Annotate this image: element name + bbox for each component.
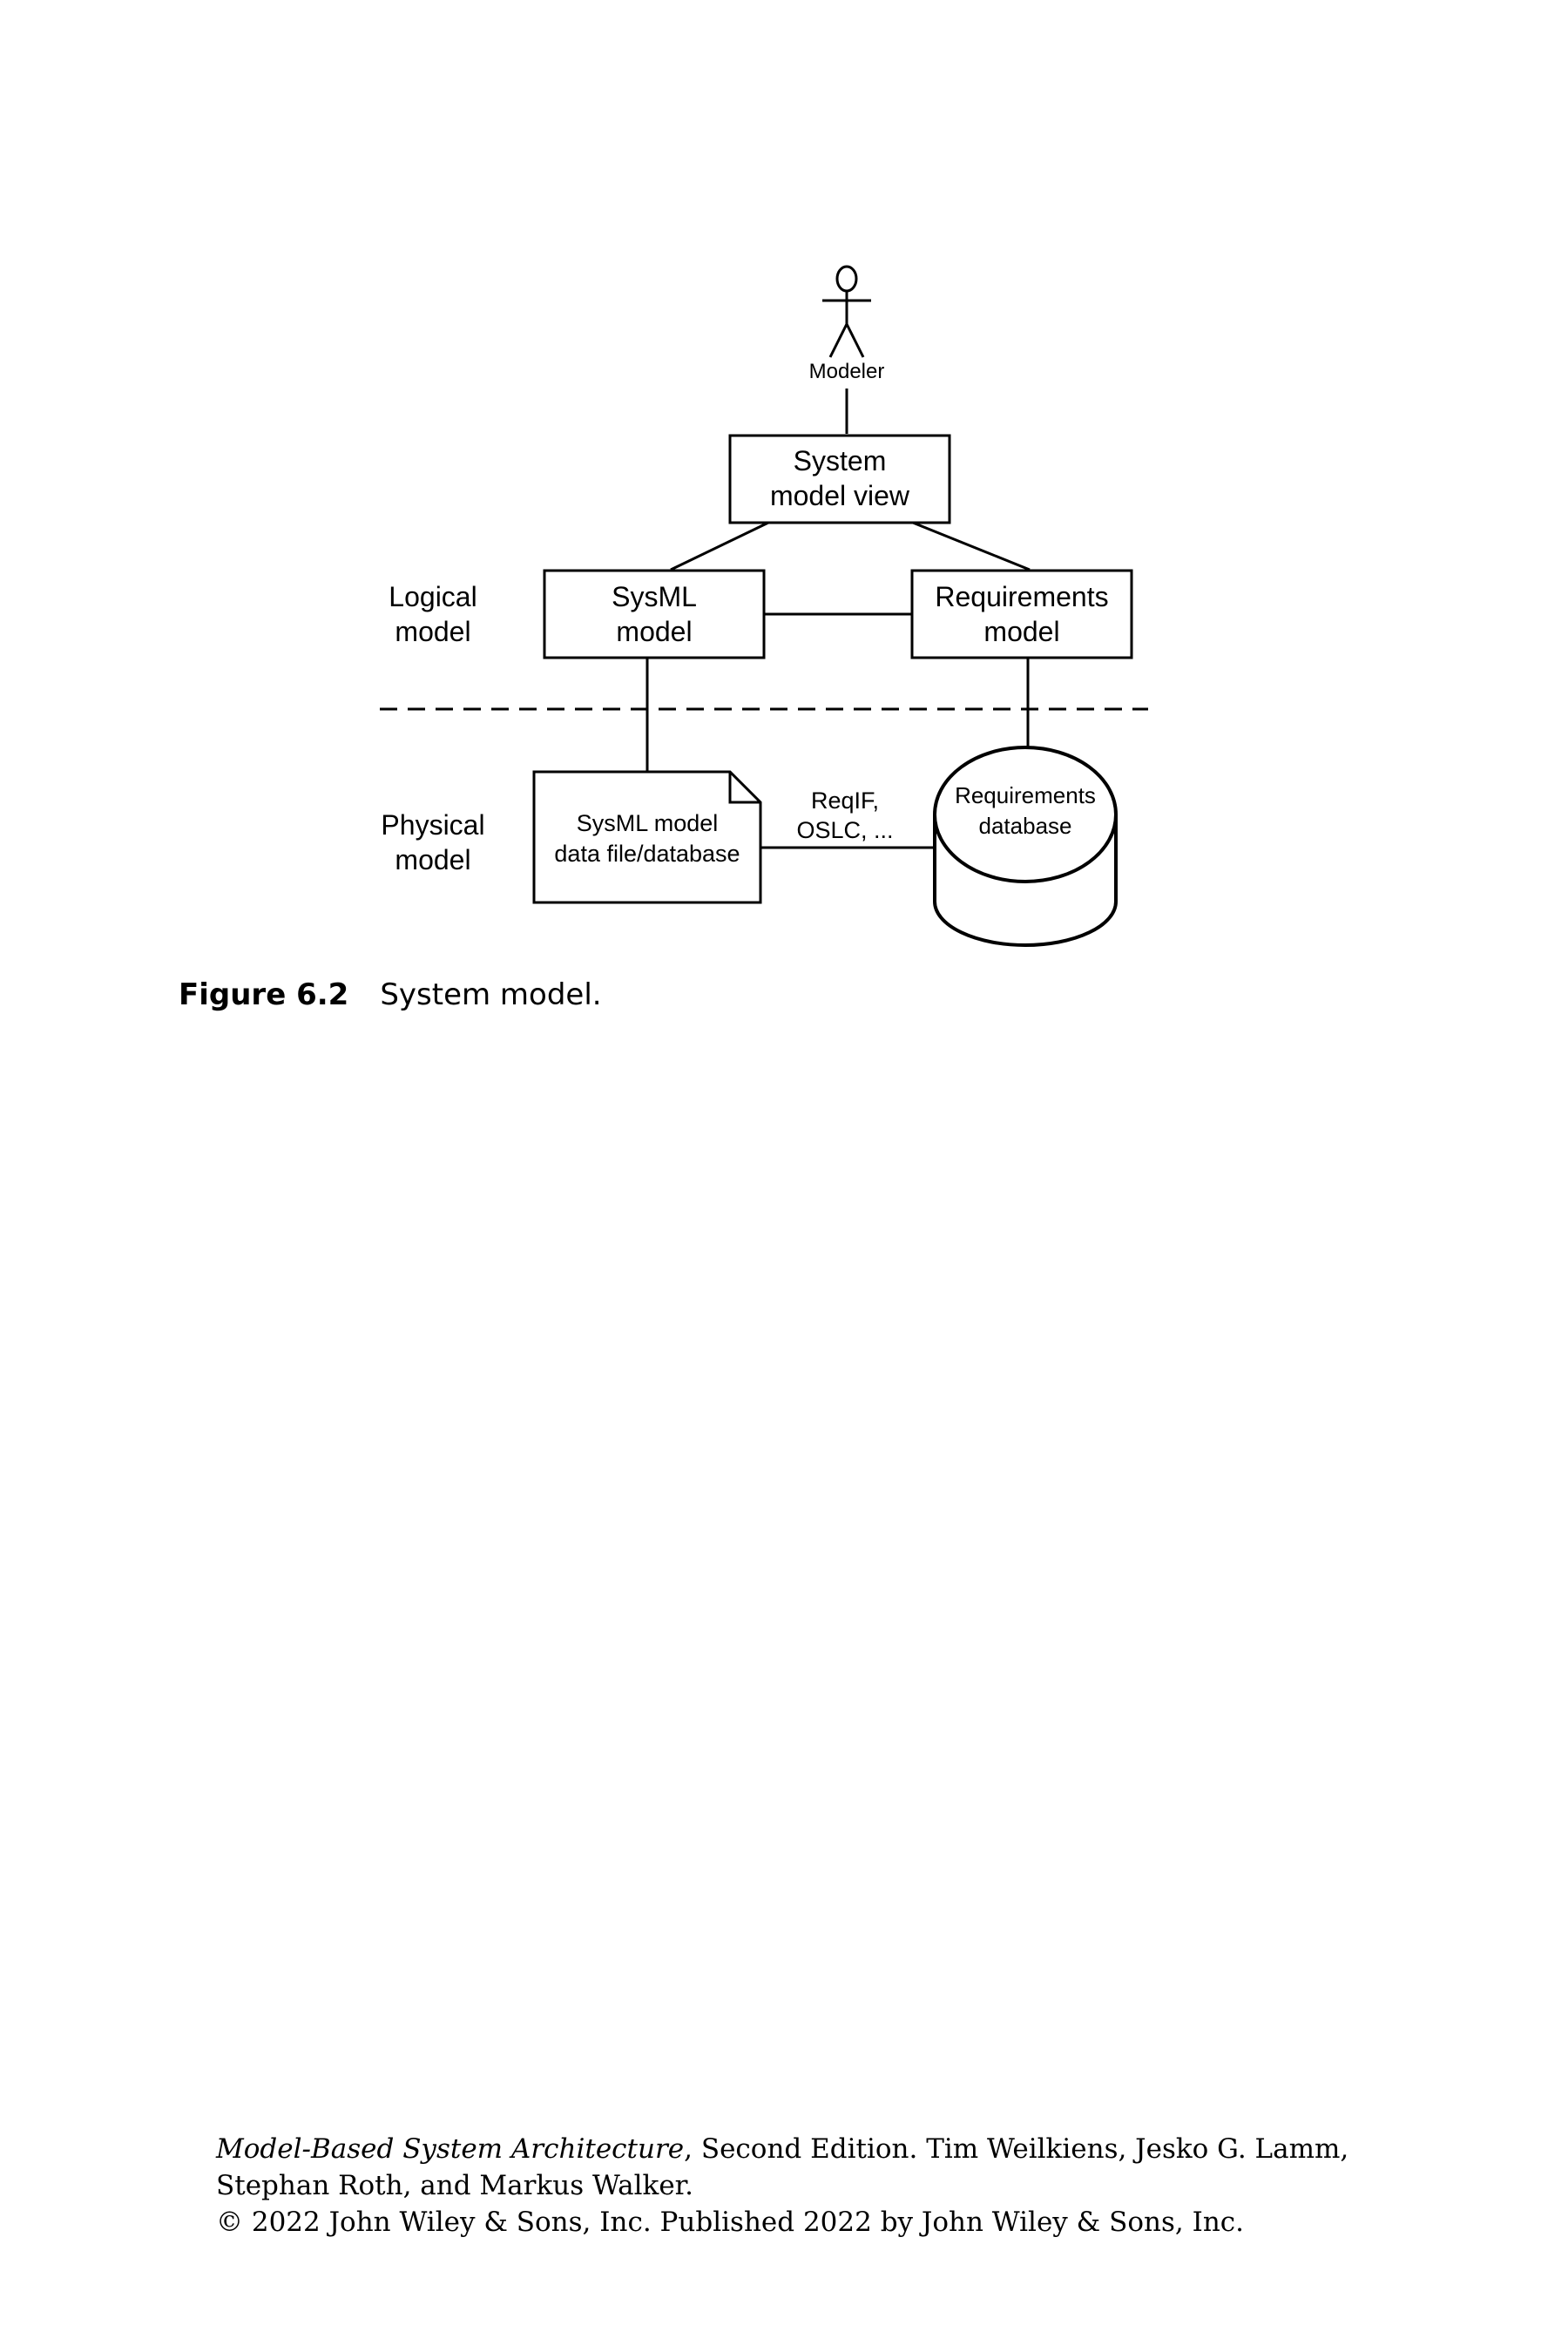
system-model-view-label-line1: System — [794, 445, 887, 476]
sysml-data-file-icon — [532, 770, 762, 904]
sysml-file-label-line2: data file/database — [554, 841, 740, 867]
physical-layer-label-line1: Physical — [381, 809, 484, 841]
sysml-model-label-line2: model — [616, 616, 692, 647]
actor-label: Modeler — [809, 360, 885, 383]
connector-label-line1: ReqIF, — [811, 787, 879, 814]
copyright-footer: Model-Based System Architecture, Second … — [216, 2131, 1348, 2240]
requirements-model-label-line2: model — [983, 616, 1059, 647]
book-title: Model-Based System Architecture — [216, 2133, 685, 2165]
view-to-requirements-line — [912, 521, 1031, 571]
sysml-file-label-line1: SysML model — [577, 810, 719, 836]
system-model-view-box — [728, 434, 951, 524]
logical-layer-label-line1: Logical — [389, 581, 476, 612]
requirements-db-label-line1: Requirements — [955, 782, 1096, 808]
footer-line-3: © 2022 John Wiley & Sons, Inc. Published… — [216, 2207, 1245, 2238]
footer-line-2: Stephan Roth, and Markus Walker. — [216, 2170, 693, 2201]
view-to-sysml-line — [670, 521, 769, 571]
sysml-model-label-line1: SysML — [612, 581, 697, 612]
system-model-diagram: Modeler System model view Logical model … — [380, 265, 1148, 947]
requirements-database-icon — [933, 746, 1118, 947]
requirements-db-label-line2: database — [979, 813, 1072, 839]
logical-layer-label-line2: model — [395, 616, 470, 647]
requirements-model-label-line1: Requirements — [935, 581, 1108, 612]
modeler-actor-icon — [822, 265, 871, 358]
figure-label: Figure 6.2 — [179, 977, 349, 1012]
footer-line-1-rest: , Second Edition. Tim Weilkiens, Jesko G… — [684, 2133, 1349, 2165]
system-model-view-label-line2: model view — [770, 480, 910, 511]
figure-caption: Figure 6.2 System model. — [179, 977, 602, 1012]
connector-label-line2: OSLC, ... — [796, 817, 893, 843]
figure-caption-text: System model. — [380, 977, 602, 1012]
physical-layer-label-line2: model — [395, 844, 470, 875]
footer-line-1: Model-Based System Architecture, Second … — [216, 2131, 1348, 2167]
